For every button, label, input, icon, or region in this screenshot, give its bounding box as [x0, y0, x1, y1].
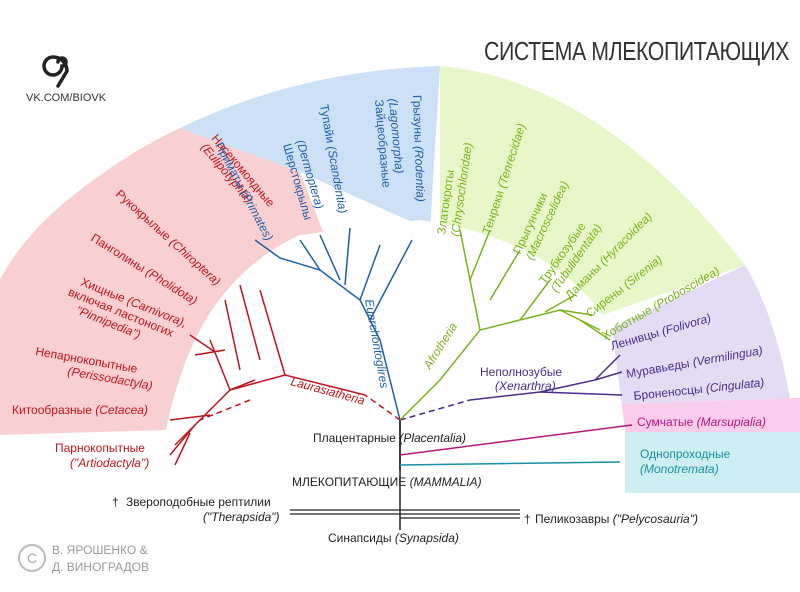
order-monotremata: Однопроходные (Monotremata) — [640, 447, 731, 476]
order-cetacea: Китообразные (Cetacea) — [12, 403, 148, 417]
svg-text:(Xenarthra): (Xenarthra) — [495, 379, 556, 393]
order-marsupialia: Сумчатые (Marsupialia) — [637, 415, 766, 429]
svg-text:(Monotremata): (Monotremata) — [640, 462, 719, 476]
monotremata-sector — [620, 432, 800, 493]
afrotheria-tree — [399, 229, 611, 421]
xenarthra-sector — [608, 265, 790, 404]
credits-line-1: В. ЯРОШЕНКО & — [52, 543, 148, 557]
xenarthra-branch — [469, 354, 621, 401]
page-title: СИСТЕМА МЛЕКОПИТАЮЩИХ — [484, 36, 789, 66]
svg-text:Грызуны (Rodentia): Грызуны (Rodentia) — [410, 95, 428, 203]
pelycosauria-label: † Пеликозавры ("Pelycosauria") — [400, 512, 698, 526]
order-artiodactyla: Парнокопытные ("Artiodactyla") — [55, 441, 149, 470]
svg-text:Парнокопытные: Парнокопытные — [55, 441, 145, 455]
xenarthra-clade-label: Неполнозубые (Xenarthra) — [480, 365, 562, 393]
xenarthra-dashed-branch — [399, 399, 471, 421]
synapsida-label: Синапсиды (Synapsida) — [328, 531, 459, 545]
svg-text:(Lagomorpha): (Lagomorpha) — [386, 98, 407, 174]
euarchontoglires-tree — [254, 227, 413, 421]
svg-text:("Artiodactyla"): ("Artiodactyla") — [70, 456, 149, 470]
euarchontoglires-sector — [180, 66, 440, 230]
svg-text:Звероподобные рептилии: Звероподобные рептилии — [126, 495, 271, 509]
marsupialia-branch — [399, 424, 633, 456]
svg-text:("Therapsida"): ("Therapsida") — [203, 510, 280, 524]
spiral-logo-icon — [42, 55, 69, 88]
copyright-icon: C — [18, 544, 46, 572]
monotremata-branch — [399, 461, 621, 466]
marsupialia-sector — [620, 398, 800, 432]
svg-text:Пеликозавры ("Pelycosauria"): Пеликозавры ("Pelycosauria") — [535, 512, 698, 526]
placentalia-label: Плацентарные (Placentalia) — [313, 431, 466, 445]
svg-text:†: † — [112, 495, 119, 509]
laurasiatheria-tree — [169, 284, 401, 466]
credits-line-2: Д. ВИНОГРАДОВ — [52, 560, 149, 574]
credits: В. ЯРОШЕНКО & Д. ВИНОГРАДОВ — [52, 542, 149, 576]
svg-text:†: † — [524, 512, 531, 526]
order-rodentia: Грызуны (Rodentia) — [410, 95, 428, 203]
xenarthra-to-vermilingua — [594, 371, 623, 381]
vk-link[interactable]: VK.COM/BIOVK — [26, 92, 107, 104]
xenarthra-to-cingulata — [539, 391, 623, 396]
svg-text:Неполнозубые: Неполнозубые — [480, 365, 562, 379]
mammalia-label: МЛЕКОПИТАЮЩИЕ (MAMMALIA) — [292, 475, 482, 489]
svg-text:Однопроходные: Однопроходные — [640, 447, 731, 461]
inner-white-arch-2 — [165, 220, 625, 440]
therapsida-label: † Звероподобные рептилии ("Therapsida") — [112, 495, 280, 524]
